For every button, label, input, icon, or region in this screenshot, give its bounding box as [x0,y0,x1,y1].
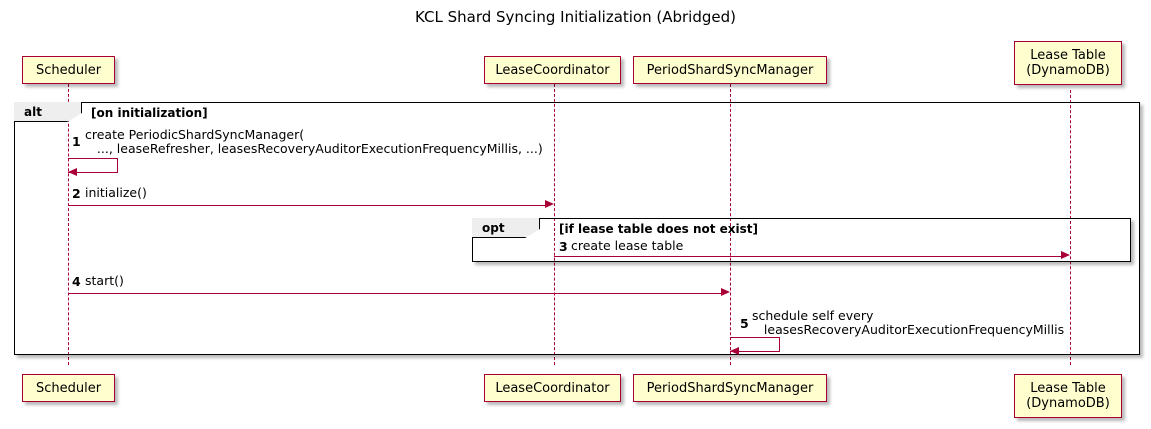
message-3-number: 3 [559,239,568,254]
fragment-opt-guard: [if lease table does not exist] [559,222,759,236]
participant-period-shard-sync-manager-bottom[interactable]: PeriodShardSyncManager [633,374,827,402]
message-1-self-loop[interactable] [68,158,118,173]
message-1-label: create PeriodicShardSyncManager( ..., le… [85,127,543,156]
message-3-label: create lease table [571,238,684,253]
message-5-label: schedule self every leasesRecoveryAudito… [752,308,1065,337]
fragment-alt-on-initialization [14,102,1140,355]
message-5-self-loop[interactable] [730,337,780,352]
message-3-arrowhead [1061,251,1070,259]
participant-lease-table-bottom[interactable]: Lease Table (DynamoDB) [1014,374,1122,418]
participant-label: Lease Table (DynamoDB) [1026,48,1110,78]
fragment-keyword: opt [482,220,505,235]
participant-label: LeaseCoordinator [495,62,610,78]
participant-label: LeaseCoordinator [495,380,610,396]
message-4-arrowhead [721,288,730,296]
participant-label: PeriodShardSyncManager [646,62,814,78]
message-1-number: 1 [72,134,81,149]
fragment-keyword: alt [24,104,42,119]
message-4-line[interactable] [68,293,721,294]
message-4-number: 4 [72,274,81,289]
participant-scheduler-bottom[interactable]: Scheduler [22,374,115,402]
participant-lease-coordinator-bottom[interactable]: LeaseCoordinator [484,374,621,402]
participant-label: PeriodShardSyncManager [646,380,814,396]
message-3-line[interactable] [554,256,1061,257]
participant-scheduler-top[interactable]: Scheduler [22,56,115,84]
participant-label: Scheduler [35,62,102,78]
fragment-opt-keyword-tab: opt [472,218,540,238]
participant-lease-coordinator-top[interactable]: LeaseCoordinator [484,56,621,84]
participant-lease-table-top[interactable]: Lease Table (DynamoDB) [1014,41,1122,85]
message-5-number: 5 [740,316,749,331]
diagram-title: KCL Shard Syncing Initialization (Abridg… [415,8,736,26]
fragment-alt-guard: [on initialization] [91,106,208,120]
message-1-arrowhead [68,168,77,176]
message-2-line[interactable] [68,205,545,206]
lifeline-period-shard-sync-manager [730,84,731,365]
lifeline-lease-table [1070,90,1071,365]
participant-label: Lease Table (DynamoDB) [1026,381,1110,411]
participant-label: Scheduler [35,380,102,396]
message-2-number: 2 [72,186,81,201]
participant-period-shard-sync-manager-top[interactable]: PeriodShardSyncManager [633,56,827,84]
message-2-arrowhead [545,200,554,208]
message-5-arrowhead [730,347,739,355]
message-2-label: initialize() [85,185,147,200]
fragment-alt-keyword-tab: alt [14,102,82,122]
lifeline-scheduler [68,84,69,365]
lifeline-lease-coordinator [554,84,555,365]
message-4-label: start() [85,273,124,288]
fragment-opt-lease-table [472,218,1131,262]
